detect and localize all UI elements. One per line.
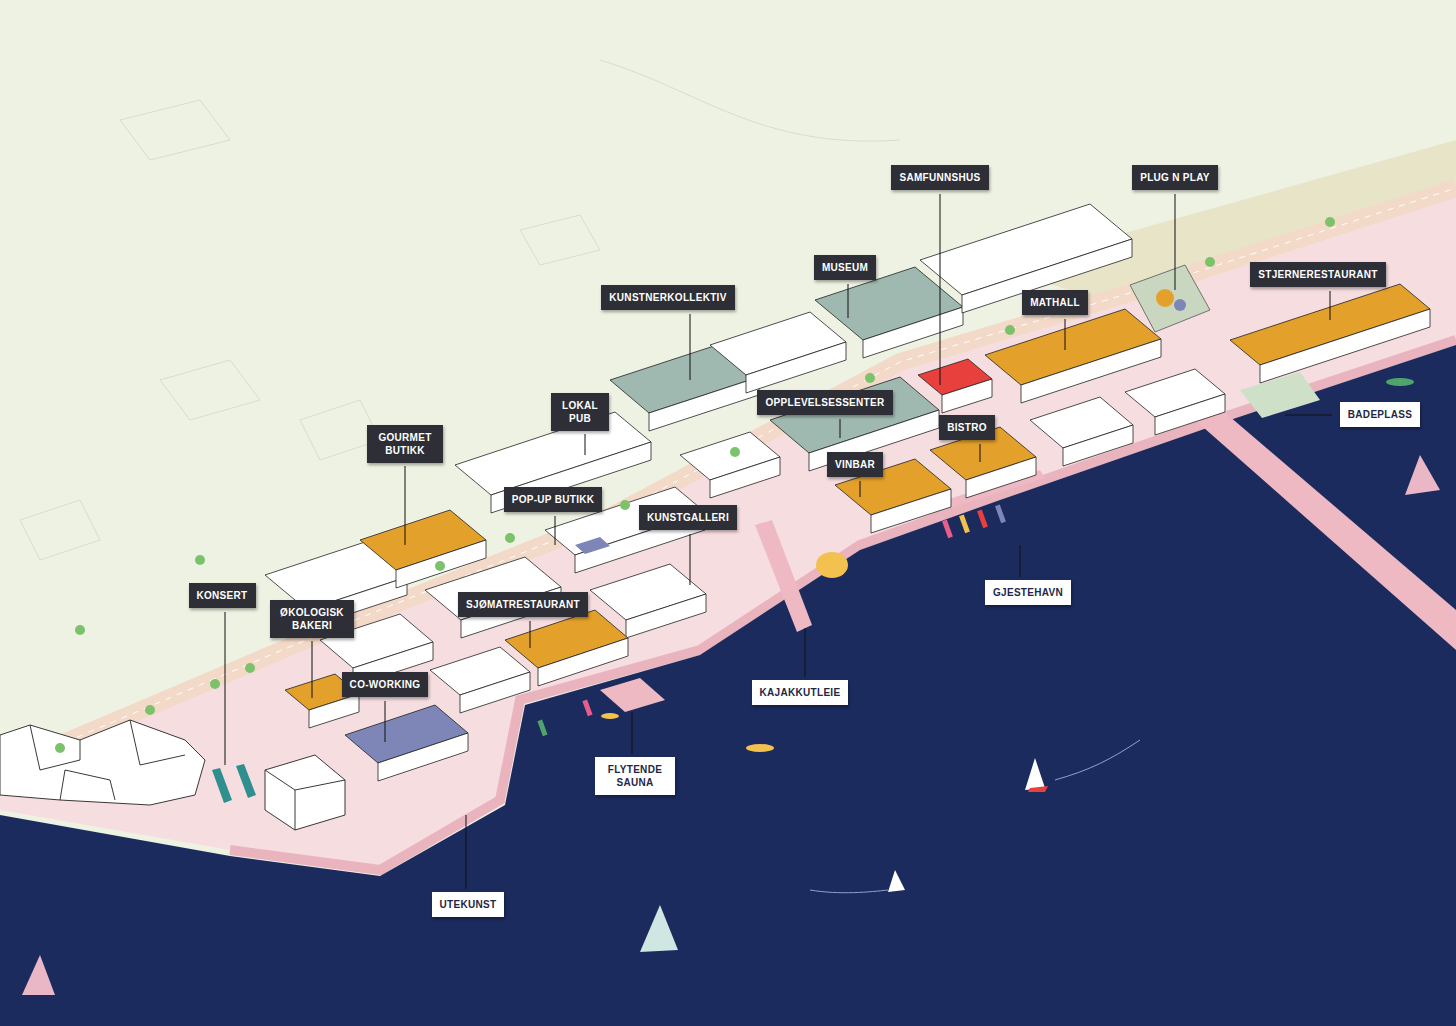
label-text: OPPLEVELSESSENTER (765, 396, 884, 409)
label-text: BADEPLASS (1348, 408, 1412, 421)
callout-label: KAJAKKUTLEIE (752, 680, 849, 705)
label-text: BISTRO (947, 421, 987, 434)
label-text: SAMFUNNSHUS (899, 171, 980, 184)
callout-label: GJESTEHAVN (985, 580, 1071, 605)
callout-label: KUNSTGALLERI (639, 505, 737, 530)
callout-label: GOURMET BUTIKK (367, 425, 443, 463)
callout-label: VINBAR (827, 452, 883, 477)
callout-label: ØKOLOGISK BAKERI (270, 600, 354, 638)
callout-label: PLUG N PLAY (1132, 165, 1218, 190)
label-text: KAJAKKUTLEIE (760, 686, 841, 699)
callout-label: BISTRO (939, 415, 995, 440)
callout-label: SAMFUNNSHUS (891, 165, 988, 190)
label-text: MATHALL (1030, 296, 1080, 309)
callout-label: SJØMATRESTAURANT (458, 592, 588, 617)
label-text: PLUG N PLAY (1140, 171, 1210, 184)
callout-label: FLYTENDE SAUNA (595, 757, 675, 795)
label-text: FLYTENDE SAUNA (603, 763, 667, 789)
label-text: POP-UP BUTIKK (512, 493, 595, 506)
leader-lines (225, 194, 1332, 889)
callout-label: STJERNERESTAURANT (1250, 262, 1385, 287)
label-text: SJØMATRESTAURANT (466, 598, 580, 611)
label-text: KUNSTGALLERI (647, 511, 729, 524)
label-text: GJESTEHAVN (993, 586, 1063, 599)
label-text: ØKOLOGISK BAKERI (278, 606, 346, 632)
callout-label: MUSEUM (814, 255, 876, 280)
callout-label: LOKAL PUB (551, 393, 609, 431)
label-text: UTEKUNST (440, 898, 497, 911)
label-text: VINBAR (835, 458, 875, 471)
callout-label: POP-UP BUTIKK (504, 487, 603, 512)
label-text: GOURMET BUTIKK (375, 431, 435, 457)
callout-label: KUNSTNERKOLLEKTIV (601, 285, 734, 310)
label-text: KUNSTNERKOLLEKTIV (609, 291, 726, 304)
callout-label: KONSERT (189, 583, 256, 608)
label-text: STJERNERESTAURANT (1258, 268, 1377, 281)
callout-label: OPPLEVELSESSENTER (757, 390, 892, 415)
callout-label: MATHALL (1022, 290, 1088, 315)
label-text: CO-WORKING (350, 678, 421, 691)
callout-label: CO-WORKING (342, 672, 429, 697)
callout-label: UTEKUNST (432, 892, 505, 917)
label-text: LOKAL PUB (559, 399, 601, 425)
label-text: MUSEUM (822, 261, 868, 274)
label-text: KONSERT (197, 589, 248, 602)
callout-label: BADEPLASS (1340, 402, 1420, 427)
